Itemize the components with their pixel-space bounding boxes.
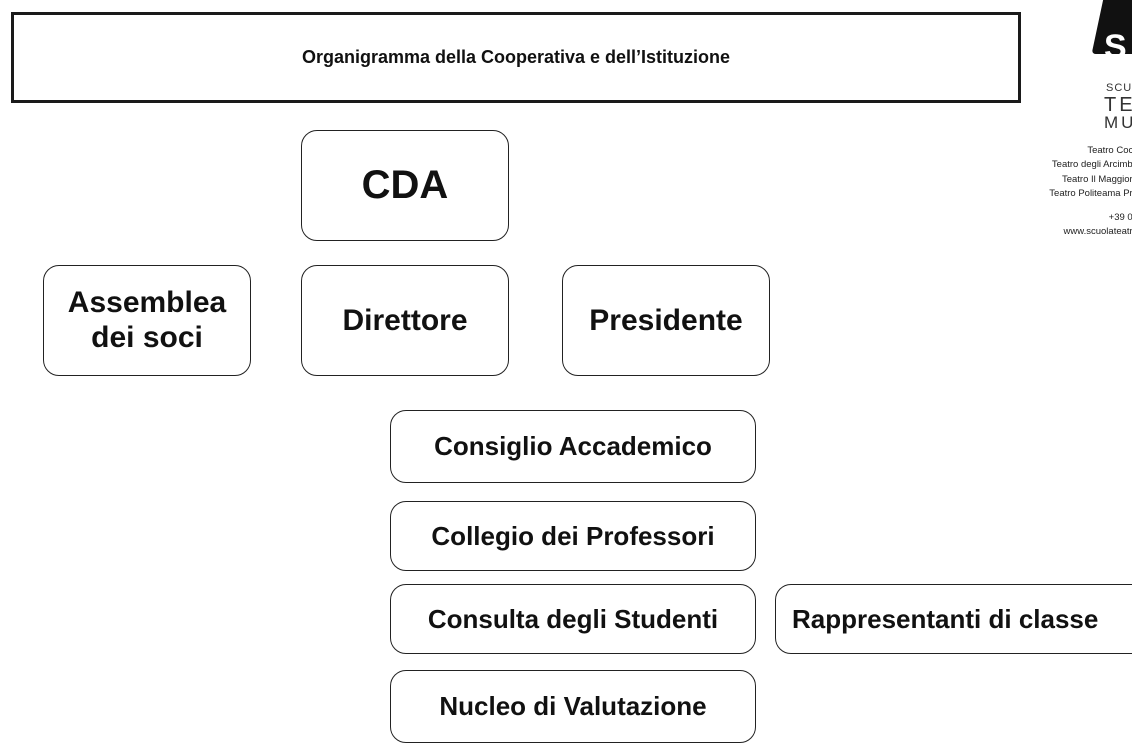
node-cda: CDA [301,130,509,241]
theatre-3: Teatro Il Maggiore [1061,173,1132,185]
node-collegio-dei-professori: Collegio dei Professori [390,501,756,571]
theatre-1: Teatro Cocc [1087,145,1132,156]
node-nucleo-di-valutazione: Nucleo di Valutazione [390,670,756,743]
node-rappresentanti-di-classe: Rappresentanti di classe [775,584,1132,654]
node-assemblea-dei-soci: Assemblea dei soci [43,265,251,376]
school-logo-letters: S T [1104,28,1129,105]
node-consulta-label: Consulta degli Studenti [427,603,719,634]
node-assemblea-label-line-2: dei soci [91,320,203,354]
node-rappresentanti-label: Rappresentanti di classe [792,603,1099,634]
logo-text-line-1: SCU [1106,82,1132,94]
node-presidente: Presidente [562,265,770,376]
theatre-4: Teatro Politeama Pra [1049,187,1132,199]
website-link: www.scuolateatro [1063,226,1132,238]
node-consiglio-label: Consiglio Accademico [434,431,712,461]
diagram-title: Organigramma della Cooperativa e dell’Is… [301,47,731,67]
node-presidente-label: Presidente [589,303,743,337]
logo-text-line-3: MU [1104,113,1132,132]
node-nucleo-label: Nucleo di Valutazione [439,691,707,721]
node-collegio-label: Collegio dei Professori [431,520,715,551]
node-consulta-degli-studenti: Consulta degli Studenti [390,584,756,654]
node-assemblea-label-line-1: Assemblea [67,286,227,319]
contact-block: Teatro Cocc Teatro degli Arcimbo Teatro … [978,144,1132,240]
diagram-title-box: Organigramma della Cooperativa e dell’Is… [11,12,1021,103]
node-direttore: Direttore [301,265,509,376]
theatre-2: Teatro degli Arcimbo [1051,159,1132,171]
logo-text-line-2: TE [1104,94,1132,116]
node-direttore-label: Direttore [342,303,468,337]
node-cda-label: CDA [361,163,449,207]
phone-number: +39 02 [1108,212,1132,223]
node-consiglio-accademico: Consiglio Accademico [390,410,756,483]
